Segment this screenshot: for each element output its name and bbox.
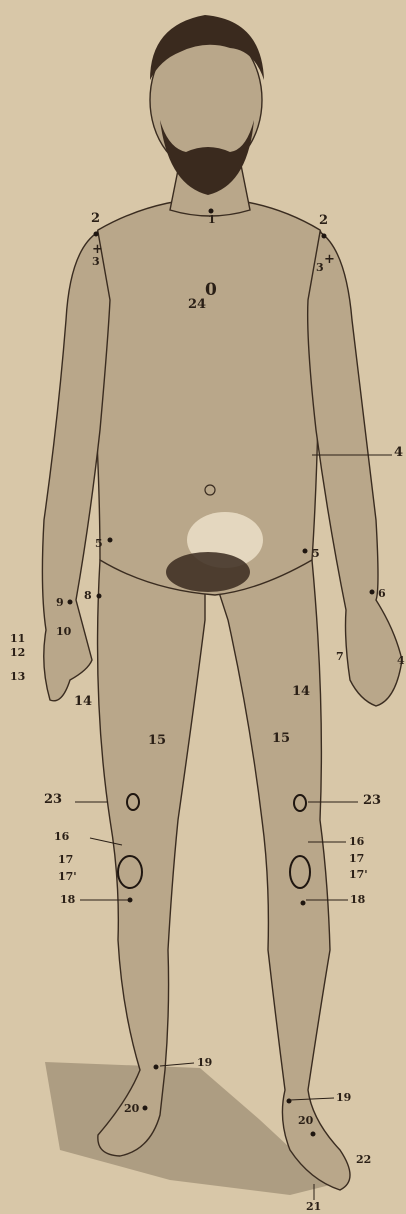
label-toes-right-22: 22 <box>356 1153 371 1166</box>
label-hip-right-5: 5 <box>312 547 320 560</box>
label-shin-right-18: 18 <box>350 893 366 906</box>
label-knee-right-17: 17 <box>349 852 364 865</box>
label-shoulder-left-2: 2 <box>91 211 100 226</box>
label-knee-right-23: 23 <box>363 793 381 808</box>
label-foot-right-21: 21 <box>306 1200 321 1213</box>
right-leg <box>215 560 350 1190</box>
label-foot-right-20: 20 <box>298 1114 314 1127</box>
point-shoulder-left <box>94 232 99 237</box>
label-hand-left-10: 10 <box>56 625 72 638</box>
point-wrist-left <box>68 600 73 605</box>
point-hip-left <box>108 538 113 543</box>
label-hand-left-13: 13 <box>10 670 25 683</box>
label-ankle-left-19: 19 <box>197 1056 212 1069</box>
label-knee-left-23: 23 <box>44 792 62 807</box>
label-foot-left-20: 20 <box>124 1102 140 1115</box>
label-groin-8: 8 <box>84 589 92 602</box>
point-ankle-right <box>287 1099 292 1104</box>
label-thigh-right-14: 14 <box>292 684 310 699</box>
point-groin <box>97 594 102 599</box>
label-hand-right-4: 4 <box>397 654 405 667</box>
label-hand-right-7: 7 <box>336 650 344 663</box>
label-shoulder-right-3: 3 <box>316 261 324 274</box>
pubic-region <box>166 552 250 592</box>
label-hip-left-5: 5 <box>95 537 103 550</box>
point-shin-right <box>301 901 306 906</box>
label-chest-24: 24 <box>188 297 206 312</box>
label-hand-left-12: 12 <box>10 646 25 659</box>
point-shin-left <box>128 898 133 903</box>
label-shoulder-right-2: 2 <box>319 213 328 228</box>
label-shin-left-18: 18 <box>60 893 76 906</box>
plus-right-shoulder-icon: + <box>324 252 335 267</box>
point-hip-right <box>303 549 308 554</box>
label-thigh-right-15: 15 <box>272 731 290 746</box>
point-ankle-left <box>154 1065 159 1070</box>
label-arm-right-4: 4 <box>394 445 403 460</box>
label-knee-left-17b: 17' <box>58 870 77 883</box>
right-arm <box>308 232 402 706</box>
label-chest-0: 0 <box>205 280 217 300</box>
point-wrist-right <box>370 590 375 595</box>
point-foot-right <box>311 1132 316 1137</box>
label-wrist-right-6: 6 <box>378 587 386 600</box>
label-hand-left-11: 11 <box>10 632 25 645</box>
label-knee-right-17b: 17' <box>349 868 368 881</box>
label-wrist-left-9: 9 <box>56 596 64 609</box>
point-foot-left <box>143 1106 148 1111</box>
label-knee-left-17: 17 <box>58 853 73 866</box>
label-thigh-left-14: 14 <box>74 694 92 709</box>
label-neck-1: 1 <box>208 213 216 226</box>
label-knee-left-16: 16 <box>54 830 70 843</box>
label-knee-right-16: 16 <box>349 835 365 848</box>
plus-left-shoulder-icon: + <box>92 242 103 257</box>
label-thigh-left-15: 15 <box>148 733 166 748</box>
label-ankle-right-19: 19 <box>336 1091 351 1104</box>
human-figure <box>42 15 402 1190</box>
point-shoulder-right <box>322 234 327 239</box>
